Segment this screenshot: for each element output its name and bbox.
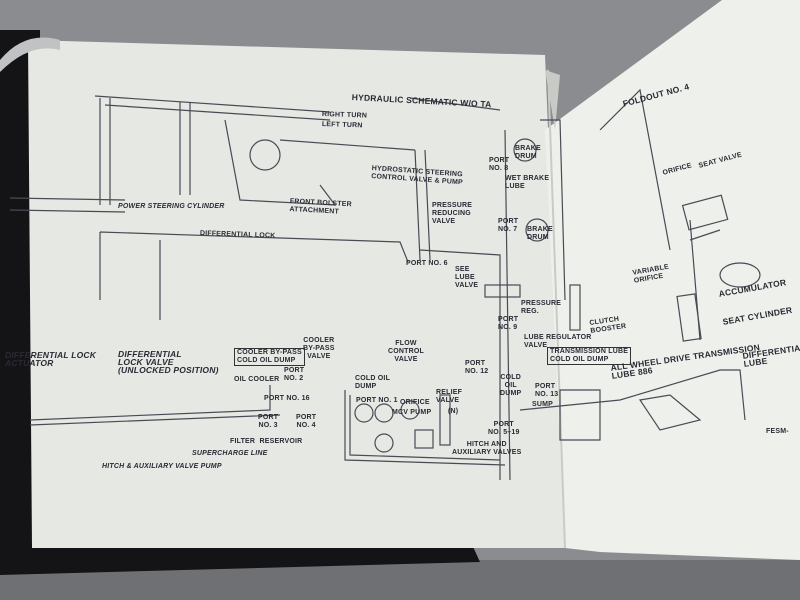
label-front-bolster: FRONT BOLSTER ATTACHMENT: [289, 198, 353, 216]
label-pressure-reducing-valve: PRESSURE REDUCING VALVE: [432, 202, 473, 225]
label-flow-control-valve: FLOW CONTROL VALVE: [388, 340, 425, 363]
label-right-turn: RIGHT TURN: [321, 111, 368, 120]
label-cooler-bypass-box: COOLER BY-PASS COLD OIL DUMP: [234, 348, 305, 366]
label-brake-drum-2: BRAKE DRUM: [527, 226, 553, 241]
label-brake-drum-1: BRAKE DRUM: [515, 145, 541, 160]
label-port-13: PORT NO. 13: [535, 383, 559, 398]
label-oil-cooler: OIL COOLER: [234, 376, 280, 383]
label-filter-reservoir: FILTER RESERVOIR: [230, 438, 303, 445]
label-port-16: PORT NO. 16: [264, 395, 310, 402]
label-diff-lock-valve: DIFFERENTIAL LOCK VALVE (UNLOCKED POSITI…: [118, 349, 219, 375]
label-port-6: PORT NO. 6: [406, 260, 448, 267]
label-power-steering-cylinder: POWER STEERING CYLINDER: [118, 203, 225, 210]
label-port-8: PORT NO. 8: [489, 157, 510, 172]
label-wet-brake-lube: WET BRAKE LUBE: [505, 175, 550, 190]
label-port-12: PORT NO. 12: [465, 360, 489, 375]
label-pressure-reg: PRESSURE REG.: [521, 300, 562, 315]
label-port-5-19: PORT NO. 5–19: [488, 421, 520, 436]
label-cold-oil-dump-1: COLD OIL DUMP: [355, 375, 391, 390]
label-port-4: PORT NO. 4: [296, 414, 317, 429]
label-mcv-pump: MCV PUMP: [392, 409, 432, 416]
label-supercharge-line: SUPERCHARGE LINE: [192, 450, 268, 457]
label-port-3: PORT NO. 3: [258, 414, 279, 429]
left-page: [28, 40, 565, 548]
binder-ring: [0, 37, 60, 72]
label-orifice-bottom: ORIFICE: [400, 399, 430, 406]
label-cooler-bypass-valve: COOLER BY-PASS VALVE: [303, 337, 335, 360]
label-n-mark: (N): [448, 408, 459, 415]
label-port-2: PORT NO. 2: [284, 367, 305, 382]
label-see-lube-valve: SEE LUBE VALVE: [455, 266, 479, 289]
label-hitch-aux-pump: HITCH & AUXILIARY VALVE PUMP: [102, 463, 222, 470]
label-hitch-aux-valves: HITCH AND AUXILIARY VALVES: [452, 441, 522, 456]
label-left-turn: LEFT TURN: [321, 121, 363, 130]
schematic-lines: [9, 88, 761, 481]
footer-code: FESM-: [766, 428, 789, 435]
right-page-foldout: [545, 0, 800, 560]
label-port-7: PORT NO. 7: [498, 218, 519, 233]
label-diff-lock-actuator: DIFFERENTIAL LOCK ACTUATOR: [5, 350, 97, 368]
label-lube-regulator-valve: LUBE REGULATOR VALVE: [524, 334, 592, 349]
label-port-1: PORT NO. 1: [356, 397, 398, 404]
label-relief-valve: RELIEF VALVE: [436, 389, 463, 404]
label-sump: SUMP: [532, 401, 554, 408]
label-cold-oil-dump-2: COLD OIL DUMP: [500, 374, 522, 397]
label-transmission-lube: TRANSMISSION LUBE COLD OIL DUMP: [547, 347, 632, 365]
label-port-9: PORT NO. 9: [498, 316, 519, 331]
